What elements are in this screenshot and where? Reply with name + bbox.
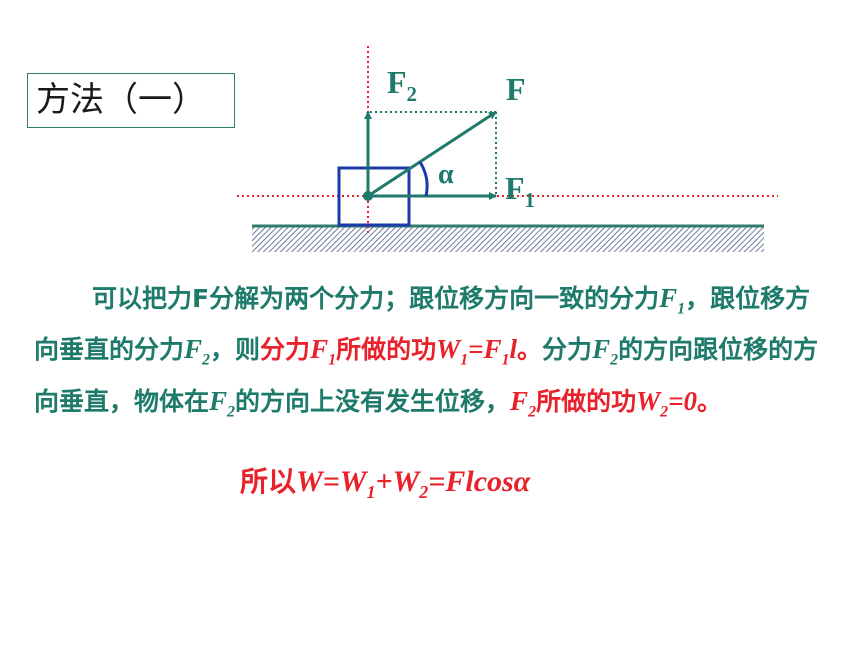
method-title: 方法（一） — [27, 73, 235, 128]
label-f1: F1 — [505, 170, 535, 212]
origin-point — [363, 191, 373, 201]
work-f2-text: F2所做的功W2=0。 — [510, 385, 722, 421]
force-f-arrow — [367, 110, 497, 198]
angle-arc — [418, 161, 429, 197]
label-f: F — [506, 71, 526, 107]
result-formula: 所以W=W1+W2=Flcosα — [240, 465, 531, 502]
work-f1-text: 分力F1所做的功W1=F1l。 — [260, 334, 543, 369]
ground-hatch — [252, 226, 764, 252]
label-f2: F2 — [387, 64, 417, 106]
explanation-paragraph: 可以把力F分解为两个分力；跟位移方向一致的分力F1，跟位移方向垂直的分力F2，则… — [34, 283, 819, 421]
label-alpha: α — [438, 159, 454, 190]
